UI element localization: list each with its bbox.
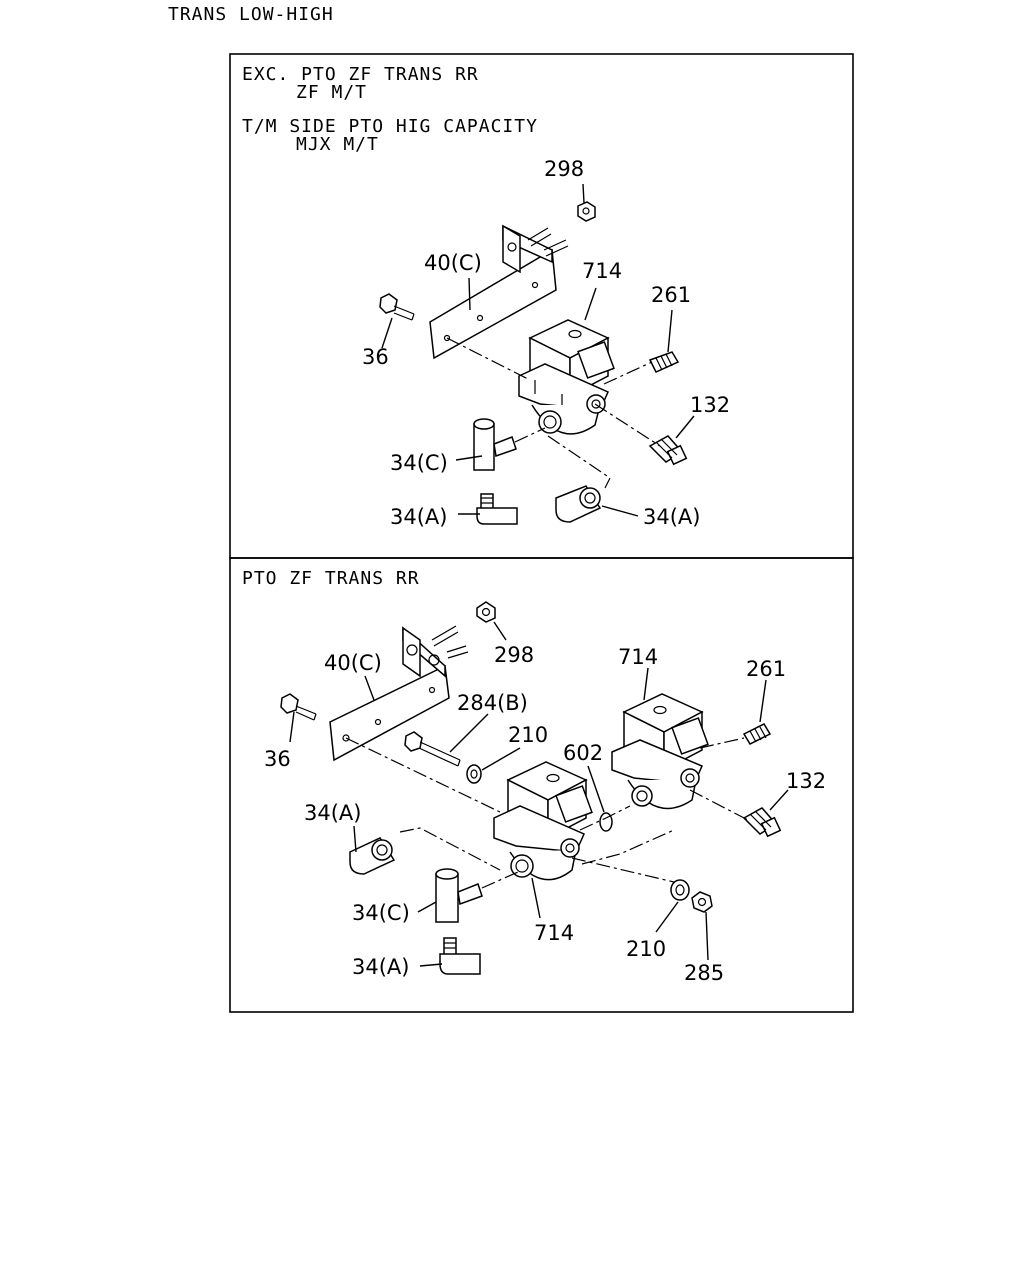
solenoid-valve-right-part: [611, 693, 709, 810]
top-header-line2: ZF M/T: [296, 82, 367, 103]
plug-part: [648, 351, 680, 373]
solenoid-valve-part: [518, 319, 615, 435]
bottom-panel: PTO ZF TRANS RR: [242, 568, 826, 985]
washer-part: [466, 764, 482, 784]
top-header-line1: EXC. PTO ZF TRANS RR: [242, 64, 479, 85]
tee-fitting-part: [473, 418, 517, 471]
bracket-part: [329, 626, 450, 762]
label-34a-left: 34(A): [390, 505, 447, 529]
nut-285-part: [691, 891, 713, 913]
label-284b: 284(B): [457, 691, 528, 715]
label-285: 285: [684, 961, 724, 985]
label-132: 132: [690, 393, 730, 417]
label-210-bottom: 210: [626, 937, 666, 961]
label-132: 132: [786, 769, 826, 793]
label-210-top: 210: [508, 723, 548, 747]
label-714-top: 714: [618, 645, 658, 669]
nut-part: [476, 601, 496, 623]
page-title: TRANS LOW-HIGH: [168, 4, 334, 25]
nut-part: [577, 201, 596, 222]
label-36: 36: [264, 747, 291, 771]
elbow-fitting-top-part: [349, 837, 396, 875]
label-34c: 34(C): [352, 901, 410, 925]
solenoid-valve-left-part: [493, 761, 593, 881]
bolt-part: [280, 693, 317, 721]
plug-part: [742, 723, 772, 745]
label-714-bottom: 714: [534, 921, 574, 945]
elbow-fitting-bottom-part: [439, 937, 481, 975]
top-panel: EXC. PTO ZF TRANS RR ZF M/T T/M SIDE PTO…: [242, 64, 730, 529]
label-261: 261: [746, 657, 786, 681]
top-header-line4: MJX M/T: [296, 134, 379, 155]
label-602: 602: [563, 741, 603, 765]
label-261: 261: [651, 283, 691, 307]
o-ring-part: [599, 812, 613, 832]
bottom-header-line1: PTO ZF TRANS RR: [242, 568, 420, 589]
label-714: 714: [582, 259, 622, 283]
bracket-part: [429, 224, 557, 360]
fitting-part: [742, 807, 782, 838]
label-298: 298: [544, 157, 584, 181]
elbow-fitting-left-part: [476, 493, 518, 525]
label-34a-top: 34(A): [304, 801, 361, 825]
label-298: 298: [494, 643, 534, 667]
bolt-part: [379, 293, 415, 321]
top-header-line3: T/M SIDE PTO HIG CAPACITY: [242, 116, 538, 137]
fitting-part: [648, 435, 688, 466]
washer-bottom-part: [670, 879, 690, 901]
long-bolt-part: [404, 731, 461, 767]
label-34a-bottom: 34(A): [352, 955, 409, 979]
label-36: 36: [362, 345, 389, 369]
tee-fitting-part: [435, 868, 483, 923]
label-34c: 34(C): [390, 451, 448, 475]
label-40c: 40(C): [424, 251, 482, 275]
elbow-fitting-right-part: [555, 485, 602, 523]
bottom-panel-frame: [229, 557, 854, 1013]
label-40c: 40(C): [324, 651, 382, 675]
label-34a-right: 34(A): [643, 505, 700, 529]
